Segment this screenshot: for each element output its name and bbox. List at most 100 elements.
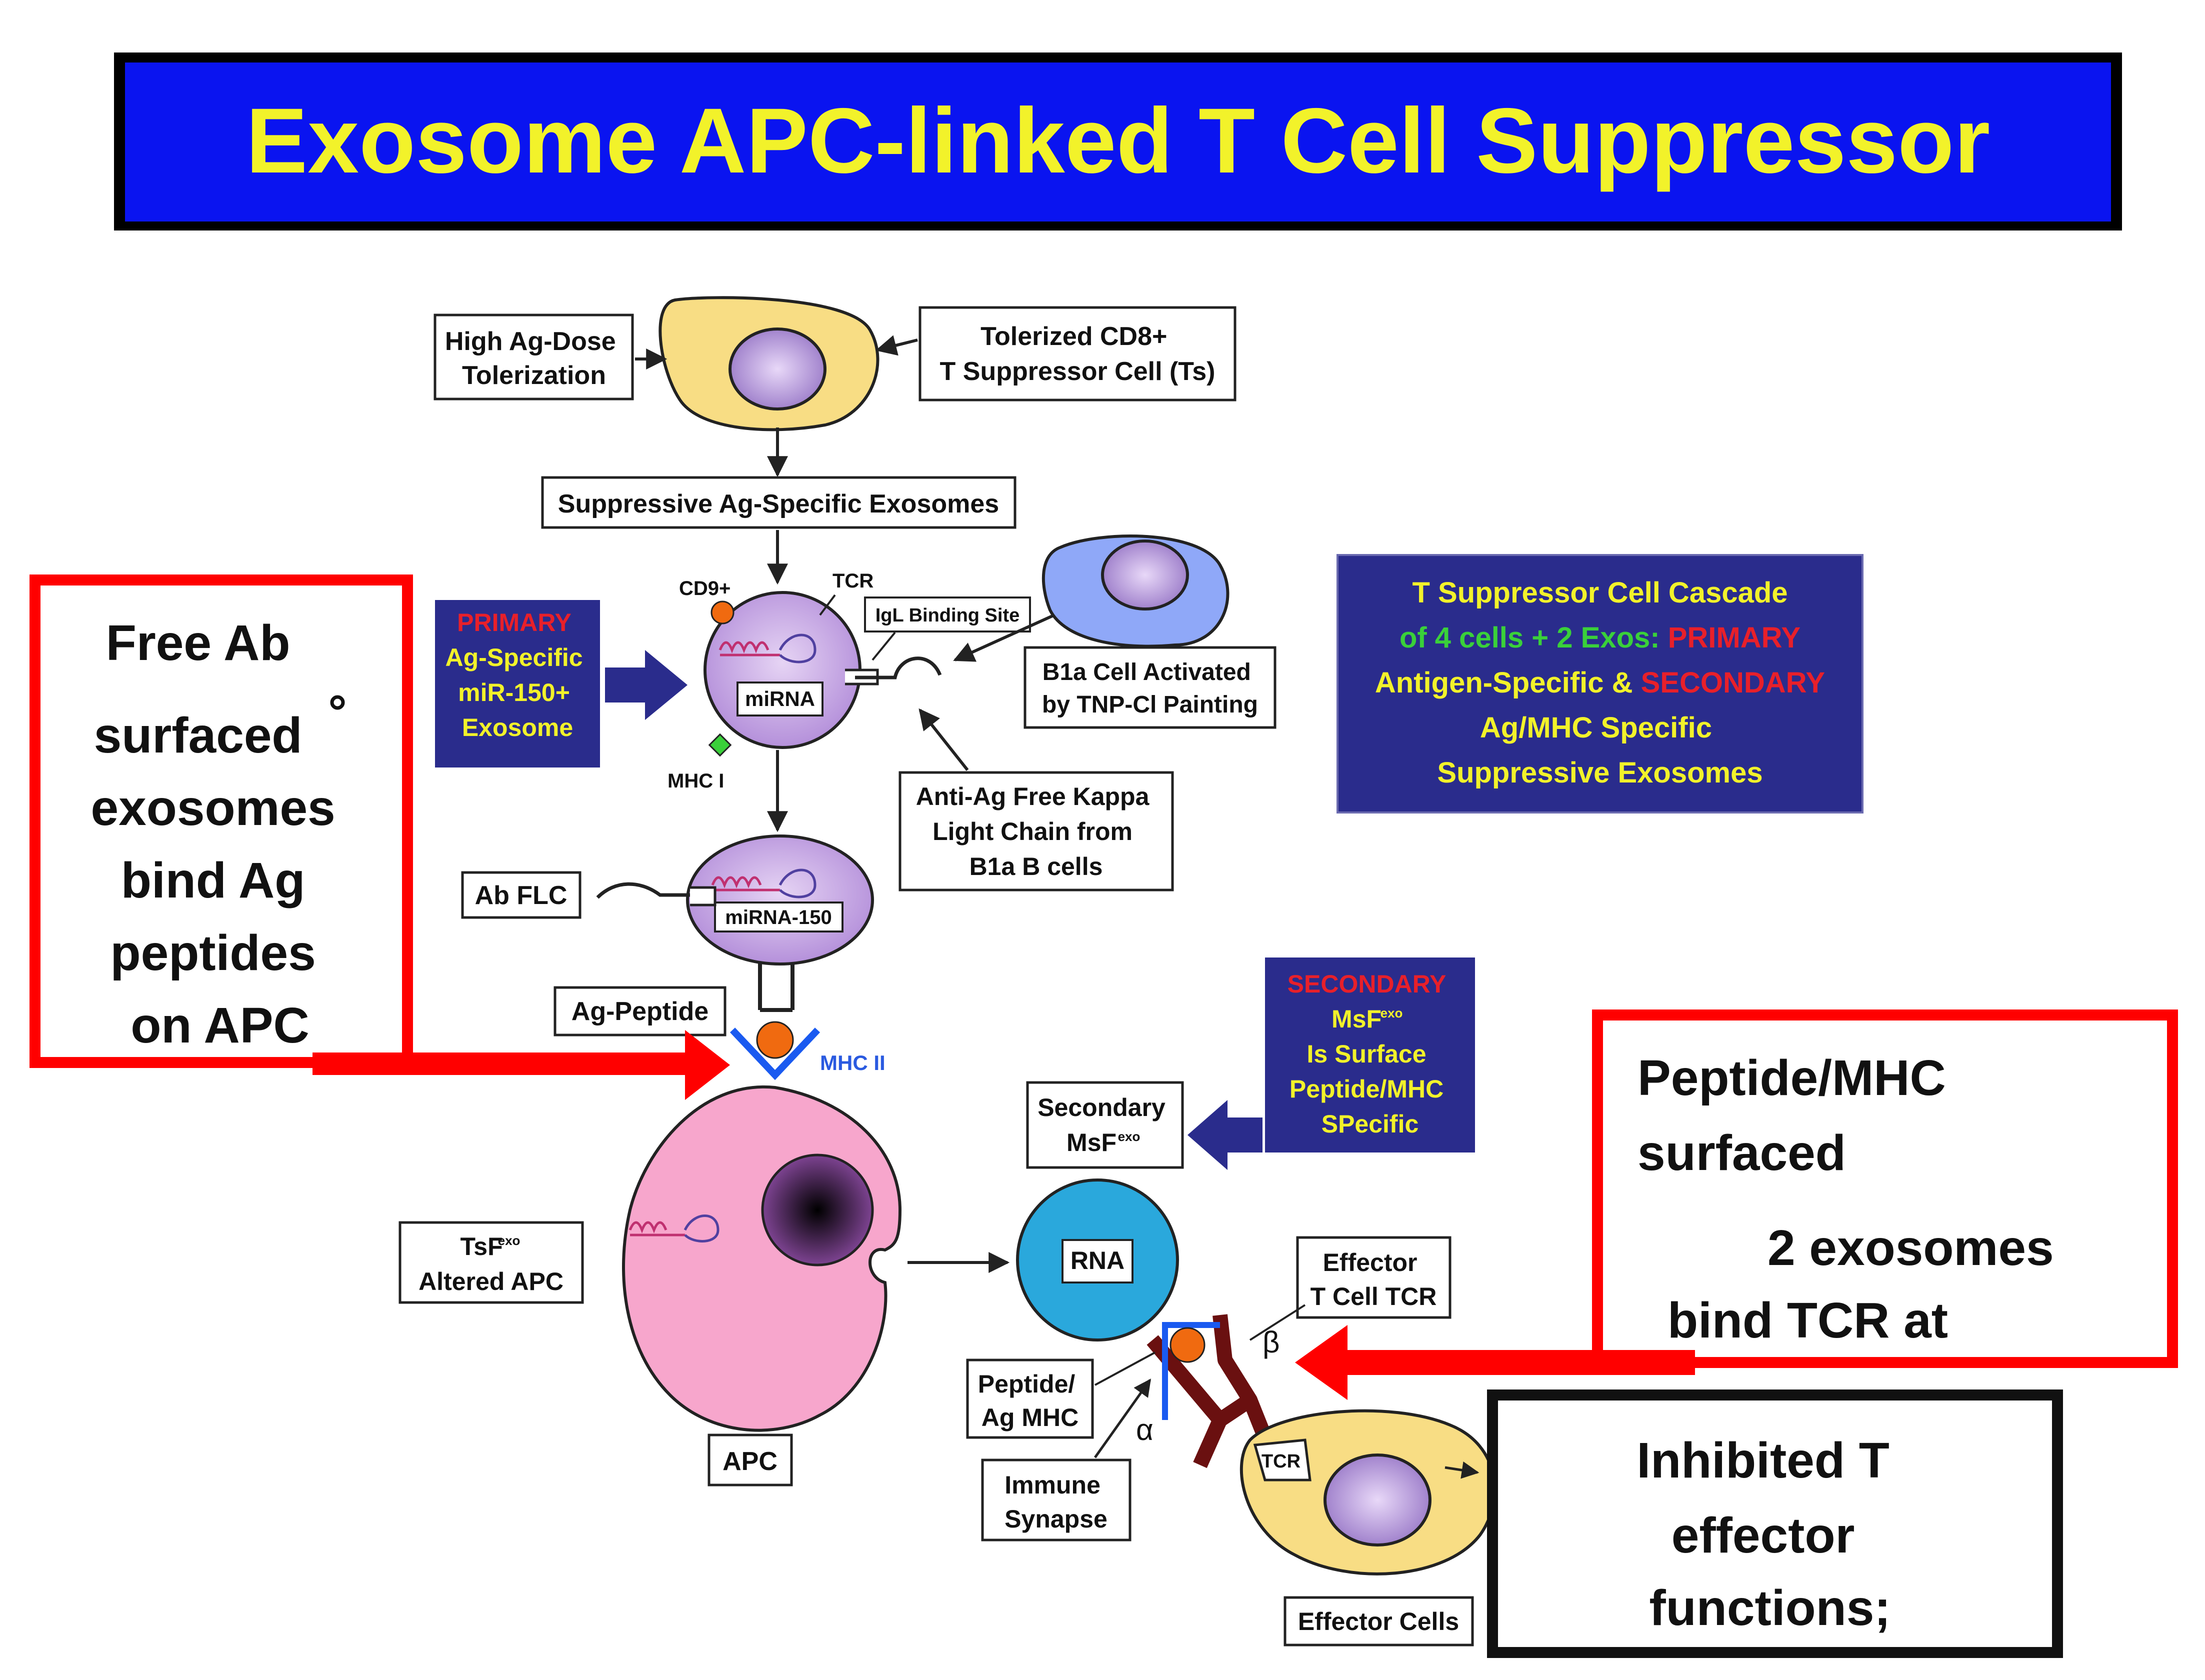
ab-flc-box: Ab FLC	[461, 871, 582, 919]
effector-cells-label: Effector Cells	[1298, 1608, 1459, 1636]
ts-cell	[658, 296, 880, 432]
peptide-ag-mhc-box: Peptide/ Ag MHC	[966, 1358, 1094, 1439]
secondary-msf-line2: MsF	[1066, 1128, 1116, 1156]
mirna-strand	[718, 641, 780, 656]
primary-arrow	[605, 650, 688, 720]
secondary-msf: MsF	[1332, 1005, 1382, 1033]
arrow-cd8-to-ts	[875, 335, 918, 356]
svg-text:Effector T Cell TCR: Effector T Cell TCR	[1310, 1248, 1437, 1310]
high-ag-dose-line2: Tolerization	[462, 361, 606, 390]
primary-line2: miR-150+	[458, 678, 570, 706]
secondary-line1: Is Surface	[1307, 1040, 1426, 1068]
svg-text:Peptide/MHC surfaced: Peptide/MHC surfaced 2 exosomes bind TCR…	[1638, 1050, 2068, 1348]
anti-ag-flc-line3: B1a B cells	[970, 852, 1103, 880]
anti-ag-flc-line2: Light Chain from	[932, 818, 1132, 846]
cascade-line3-red: SECONDARY	[1641, 666, 1825, 699]
tcr-complex	[1146, 1314, 1277, 1468]
primary-line1: Ag-Specific	[446, 644, 583, 672]
svg-text:Ag/MHC Specific Suppress: Ag/MHC Specific Suppressive Exosomes	[1437, 712, 1762, 789]
immune-synapse-line1: Immune	[1004, 1471, 1100, 1499]
effector-cell: TCR	[1240, 1409, 1496, 1576]
svg-text:Anti-Ag Free Kappa Light: Anti-Ag Free Kappa Light Chain from B1a …	[916, 782, 1156, 880]
suppressive-exosomes-box: Suppressive Ag-Specific Exosomes	[541, 476, 1016, 529]
high-ag-dose-line1: High Ag-Dose	[445, 327, 616, 356]
right-top-line4: bind TCR at	[1668, 1292, 1948, 1348]
left-callout-line6: on APC	[130, 998, 309, 1054]
peptide-mhc-bracket	[1162, 1322, 1220, 1420]
mirna-150-exosome: miRNA-150	[686, 834, 874, 966]
apc-label: APC	[722, 1447, 778, 1476]
ag-peptide-label: Ag-Peptide	[572, 997, 708, 1026]
primary-word: PRIMARY	[457, 608, 571, 636]
igl-binding-site-box: IgL Binding Site	[864, 596, 1031, 632]
immune-synapse-box: Immune Synapse	[981, 1458, 1132, 1542]
svg-text:PRIMARY Ag-Specific: PRIMARY Ag-Specific miR-150+ Exosome	[446, 608, 590, 742]
cascade-line2-green: of 4 cells + 2 Exos:	[1400, 622, 1668, 654]
tolerized-cd8-line2: T Suppressor Cell (Ts)	[940, 357, 1216, 386]
mhc-i-label: MHC I	[668, 770, 724, 792]
effector-tcr-line1: Effector	[1323, 1248, 1418, 1276]
cascade-line5: Suppressive Exosomes	[1437, 756, 1762, 789]
high-ag-dose-box: High Ag-Dose Tolerization	[434, 314, 634, 400]
effector-pointer	[1444, 1461, 1480, 1479]
left-red-arrow	[312, 1030, 730, 1100]
igl-pointer	[872, 632, 896, 661]
arrow-b1a-to-chain	[953, 611, 1061, 662]
left-callout-line3: exosomes	[91, 780, 336, 836]
right-bottom-line3: functions;	[1649, 1580, 1890, 1636]
svg-text:High Ag-Dose Tolerizatio: High Ag-Dose Tolerization	[445, 327, 623, 390]
svg-text:of 4 cells + 2 Exos: PRIMARY: of 4 cells + 2 Exos: PRIMARY	[1400, 622, 1800, 654]
peptide-dot	[1170, 1327, 1206, 1363]
secondary-msf-sup: exo	[1380, 1006, 1403, 1020]
svg-text:Tolerized CD8+ T Suppres: Tolerized CD8+ T Suppressor Cell (Ts)	[940, 322, 1216, 386]
cd9-label: CD9+	[679, 578, 730, 600]
peptide-ag-mhc-line1: Peptide/	[978, 1370, 1076, 1398]
title-banner: Exosome APC-linked T Cell Suppressor	[114, 52, 2122, 230]
rna-label: RNA	[1070, 1246, 1124, 1274]
b1a-cell-box: B1a Cell Activated by TNP-Cl Painting	[1024, 646, 1276, 729]
immune-synapse-line2: Synapse	[1004, 1505, 1108, 1533]
anti-ag-flc-line1: Anti-Ag Free Kappa	[916, 782, 1150, 810]
secondary-line2: Peptide/MHC	[1290, 1075, 1444, 1103]
altered-apc-label: Altered APC	[418, 1268, 564, 1296]
primary-panel: PRIMARY Ag-Specific miR-150+ Exosome	[435, 600, 600, 768]
left-callout-line5: peptides	[110, 925, 316, 981]
secondary-arrow	[1188, 1100, 1262, 1170]
primary-line3: Exosome	[462, 714, 573, 742]
effector-cells-box: Effector Cells	[1284, 1596, 1474, 1646]
peptide-mhc-pointer	[1094, 1352, 1156, 1386]
degree-mark	[330, 695, 345, 710]
ag-peptide-box: Ag-Peptide	[554, 986, 726, 1036]
arrow-synapse	[1094, 1378, 1152, 1458]
svg-text:TsF exo Altered AP: TsF exo Altered APC	[418, 1222, 564, 1296]
left-callout-line1: Free Ab	[106, 615, 290, 671]
page-title: Exosome APC-linked T Cell Suppressor	[246, 90, 1990, 192]
cd9-marker	[710, 600, 734, 624]
b1a-cell-line1: B1a Cell Activated	[1042, 659, 1251, 686]
left-callout-line2: surfaced	[94, 708, 302, 764]
svg-text:B1a Cell Activated by TN: B1a Cell Activated by TNP-Cl Painting	[1042, 659, 1258, 718]
hairpin-icon	[778, 634, 816, 664]
svg-text:Peptide/ Ag MHC: Peptide/ Ag MHC	[978, 1370, 1082, 1432]
tolerized-cd8-line1: Tolerized CD8+	[980, 322, 1167, 351]
svg-text:T Suppressor Cell Cascade: T Suppressor Cell Cascade	[1412, 576, 1788, 609]
right-top-callout: Peptide/MHC surfaced 2 exosomes bind TCR…	[1592, 1010, 2178, 1368]
arrow-flc-to-chain	[918, 708, 969, 771]
tcr-top-label: TCR	[832, 570, 874, 592]
cascade-line4: Ag/MHC Specific	[1480, 712, 1712, 744]
mirna-label: miRNA	[745, 687, 815, 710]
effector-tcr-box: Effector T Cell TCR	[1296, 1236, 1452, 1319]
cascade-line3-yellow: Antigen-Specific &	[1375, 666, 1641, 699]
apc-box: APC	[708, 1434, 793, 1486]
effector-tcr-pointer	[1249, 1304, 1306, 1341]
ab-flc-chain	[596, 882, 690, 899]
svg-text:Free Ab surfaced e: Free Ab surfaced exosomes bind Ag peptid…	[91, 615, 350, 1054]
exosome-tether	[758, 962, 794, 1012]
svg-text:Immune Synapse: Immune Synapse	[1004, 1471, 1108, 1533]
tolerized-cd8-box: Tolerized CD8+ T Suppressor Cell (Ts)	[918, 306, 1236, 402]
free-kappa-chain	[855, 656, 942, 680]
rna-exosome: RNA	[1016, 1178, 1179, 1342]
anti-ag-flc-box: Anti-Ag Free Kappa Light Chain from B1a …	[898, 771, 1174, 892]
mirna-150-label: miRNA-150	[725, 906, 832, 928]
